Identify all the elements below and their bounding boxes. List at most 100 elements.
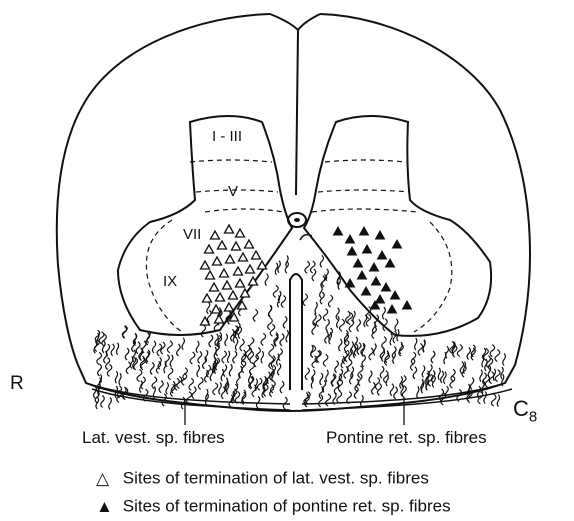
fibre-mark: [362, 355, 365, 367]
fibre-mark: [119, 373, 121, 385]
open-triangle-mark: [206, 271, 215, 279]
open-triangle-mark: [203, 294, 212, 302]
open-triangle-mark: [239, 253, 248, 261]
filled-triangle-mark: [354, 259, 363, 267]
fibre-mark: [150, 362, 154, 374]
fibre-mark: [240, 339, 244, 351]
fibre-mark: [97, 333, 99, 345]
open-triangle-mark: [223, 281, 232, 289]
fibre-mark: [261, 351, 263, 363]
dorsal-septum: [270, 14, 320, 195]
fibre-mark: [228, 351, 230, 363]
open-triangle-mark: [234, 267, 243, 275]
open-triangle-mark: [236, 229, 245, 237]
fibre-mark: [382, 307, 385, 319]
fibre-mark: [274, 335, 278, 347]
fibre-mark: [484, 392, 487, 404]
fibre-mark: [337, 316, 339, 328]
fibre-mark: [337, 391, 342, 403]
fibre-mark: [187, 392, 192, 404]
fibre-mark: [221, 387, 225, 399]
fibre-mark: [198, 377, 203, 389]
fibre-mark: [197, 365, 200, 377]
pontine-ret-fibres-label: Pontine ret. sp. fibres: [326, 428, 487, 448]
fibre-mark: [374, 343, 377, 355]
fibre-mark: [159, 381, 163, 393]
fibre-mark: [268, 318, 273, 330]
fibre-mark: [369, 371, 372, 383]
fibre-mark: [177, 344, 181, 356]
open-triangle-mark: [218, 241, 227, 249]
legend-filled-text: Sites of termination of pontine ret. sp.…: [123, 497, 451, 516]
fibre-mark: [198, 351, 202, 363]
filled-triangle-mark: [386, 259, 395, 267]
fibre-mark: [413, 367, 416, 379]
fibre-mark: [265, 274, 268, 286]
filled-triangle-mark: [388, 305, 397, 313]
fibre-mark: [210, 369, 213, 381]
fibre-mark: [221, 369, 223, 381]
fibre-mark: [415, 338, 417, 350]
filled-triangle-mark: [372, 277, 381, 285]
fibre-mark: [470, 378, 473, 390]
fibre-mark: [495, 350, 500, 362]
fibre-mark: [286, 330, 288, 342]
segment-letter: C: [513, 396, 529, 421]
fibre-mark: [196, 341, 199, 353]
fibre-mark: [182, 338, 184, 350]
fibre-mark: [166, 382, 168, 394]
fibre-mark: [268, 305, 271, 317]
filled-triangle-mark: [391, 291, 400, 299]
fibre-mark: [497, 395, 499, 407]
fibre-mark: [305, 368, 309, 380]
fibre-mark: [257, 378, 261, 390]
legend-row-open: △ Sites of termination of lat. vest. sp.…: [96, 468, 429, 489]
open-triangle-mark: [220, 269, 229, 277]
open-triangle-mark: [211, 231, 220, 239]
fibre-mark: [320, 255, 323, 267]
fibre-mark: [207, 302, 210, 314]
open-triangle-mark: [236, 279, 245, 287]
fibre-mark: [219, 382, 222, 394]
lamina-ix-label: IX: [163, 273, 177, 290]
fibre-mark: [117, 343, 119, 355]
fibre-mark: [316, 315, 321, 327]
fibre-mark: [397, 329, 399, 341]
ventral-fissure: [290, 274, 302, 390]
fibre-mark: [242, 361, 246, 373]
fibre-mark: [168, 368, 173, 380]
fibre-mark: [438, 368, 440, 380]
fibre-mark: [125, 348, 129, 360]
fibre-mark: [203, 357, 207, 369]
fibre-mark: [225, 334, 228, 346]
fibre-mark: [263, 376, 266, 388]
fibre-mark: [269, 344, 274, 356]
fibre-mark: [375, 378, 379, 390]
fibre-mark: [344, 333, 348, 345]
fibre-mark: [273, 285, 278, 297]
segment-label: C8: [513, 396, 537, 425]
filled-triangle-mark: [376, 231, 385, 239]
fibre-mark: [399, 342, 402, 354]
filled-triangle-mark: [348, 247, 357, 255]
fibre-mark: [190, 352, 195, 364]
fibre-mark: [490, 345, 494, 357]
fibre-mark: [417, 386, 419, 398]
open-triangle-mark: [213, 257, 222, 265]
fibre-mark: [431, 351, 435, 363]
fibre-mark: [261, 333, 266, 345]
fibre-mark: [467, 347, 470, 359]
lamina-i-iii-label: I - III: [212, 128, 242, 145]
fibre-mark: [94, 386, 97, 398]
fibre-mark: [357, 319, 361, 331]
fibre-mark: [369, 348, 373, 360]
filled-triangle-mark: [393, 240, 402, 248]
fibre-mark: [141, 377, 145, 389]
filled-triangle-mark: [358, 271, 367, 279]
fibre-mark: [328, 295, 332, 307]
fibre-mark: [310, 261, 315, 273]
legend-row-filled: ▲ Sites of termination of pontine ret. s…: [96, 496, 451, 517]
lamina-v-label: V: [228, 183, 238, 200]
fibre-mark: [278, 261, 281, 273]
fibre-mark: [253, 309, 257, 321]
